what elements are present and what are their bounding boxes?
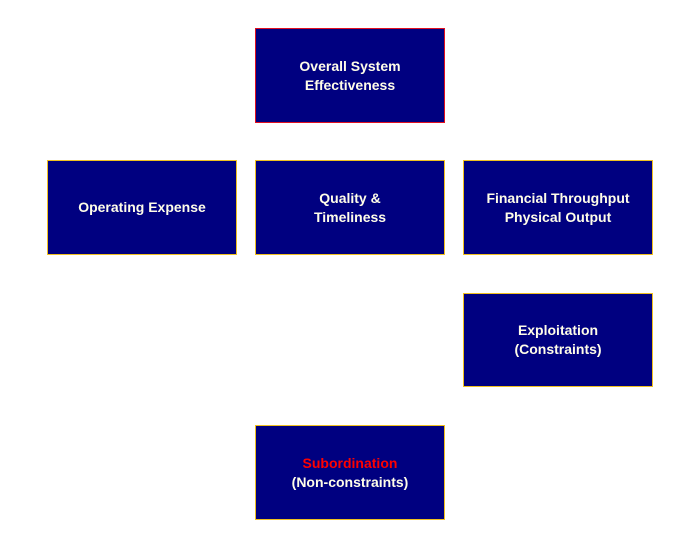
node-label: Exploitation xyxy=(517,322,599,338)
node-label: Overall System xyxy=(299,57,401,74)
node-label-highlight: Subordination xyxy=(302,454,398,471)
node-label: Physical Output xyxy=(504,208,612,225)
node-label: Effectiveness xyxy=(304,76,396,93)
node-quality-timeliness: Quality & Timeliness xyxy=(255,160,445,255)
node-exploitation: Exploitation (Constraints) xyxy=(463,293,653,387)
node-label: (Non-constraints) xyxy=(291,473,409,490)
node-subordination: Subordination (Non-constraints) xyxy=(255,425,445,520)
node-label: Timeliness xyxy=(313,208,387,225)
node-label: Operating Expense xyxy=(78,199,206,215)
node-overall-system-effectiveness: Overall System Effectiveness xyxy=(255,28,445,123)
node-operating-expense: Operating Expense xyxy=(47,160,237,255)
node-label: Quality & xyxy=(319,189,381,206)
node-financial-throughput: Financial Throughput Physical Output xyxy=(463,160,653,255)
node-label: (Constraints) xyxy=(514,341,602,357)
node-label: Financial Throughput xyxy=(486,189,630,206)
